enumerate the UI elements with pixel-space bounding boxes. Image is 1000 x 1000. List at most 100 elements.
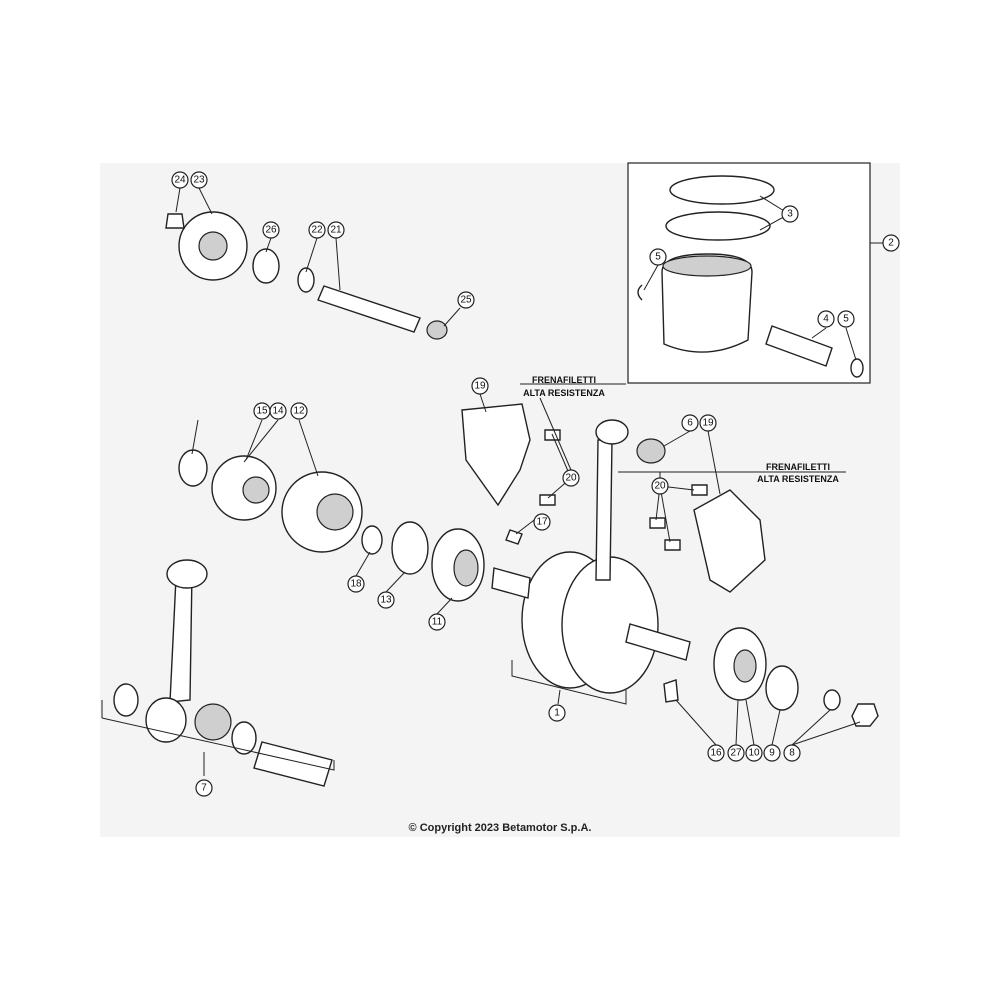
crank-pin <box>253 741 333 787</box>
callout-20a: 20 <box>562 469 580 487</box>
svg-text:23: 23 <box>193 175 205 186</box>
callout-22: 22 <box>308 221 326 239</box>
small-end-bearing <box>636 438 666 464</box>
thrust-washer-right <box>231 721 257 755</box>
callout-21: 21 <box>327 221 345 239</box>
svg-text:13: 13 <box>380 595 392 606</box>
gear-spacer <box>178 449 208 487</box>
callout-12: 12 <box>290 402 308 420</box>
svg-text:12: 12 <box>293 406 305 417</box>
callout-24: 24 <box>171 171 189 189</box>
shaft-bearing <box>252 248 280 284</box>
callout-8: 8 <box>783 744 801 762</box>
circlip-right <box>850 358 864 378</box>
conrod-kit-big-end <box>145 697 187 743</box>
svg-text:16: 16 <box>710 748 722 759</box>
bracket-left <box>461 403 531 507</box>
svg-text:18: 18 <box>350 579 362 590</box>
o-ring <box>361 525 383 555</box>
conrod-kit-small-end <box>166 559 208 589</box>
svg-text:27: 27 <box>730 748 742 759</box>
svg-text:3: 3 <box>787 209 793 220</box>
washer <box>823 689 841 711</box>
svg-text:1: 1 <box>554 708 560 719</box>
callout-13: 13 <box>377 591 395 609</box>
primary-gear-large-hub <box>316 493 354 531</box>
callout-5b: 5 <box>837 310 855 328</box>
callout-17: 17 <box>533 513 551 531</box>
copyright-notice: © Copyright 2023 Betamotor S.p.A. <box>408 822 592 834</box>
svg-text:9: 9 <box>769 748 775 759</box>
right-key <box>663 679 679 703</box>
callout-4: 4 <box>817 310 835 328</box>
piston-pin <box>765 325 833 367</box>
svg-text:22: 22 <box>311 225 323 236</box>
svg-text:6: 6 <box>687 418 693 429</box>
shaft-spacer <box>297 267 315 293</box>
big-end-bearing <box>194 703 232 741</box>
svg-text:11: 11 <box>432 617 443 628</box>
svg-text:2: 2 <box>888 238 894 249</box>
note-thread-lock-1-line2: ALTA RESISTENZA <box>523 388 605 398</box>
gear-nut <box>165 213 185 229</box>
callout-6: 6 <box>681 414 699 432</box>
thrust-washer-left <box>113 683 139 717</box>
callout-10: 10 <box>745 744 763 762</box>
callout-27: 27 <box>727 744 745 762</box>
conrod-kit-rod <box>169 570 193 703</box>
svg-text:4: 4 <box>823 314 829 325</box>
svg-text:15: 15 <box>256 406 268 417</box>
right-seal <box>765 665 799 711</box>
note-thread-lock-2-line2: ALTA RESISTENZA <box>757 474 839 484</box>
woodruff-key <box>505 529 523 545</box>
callout-20b: 20 <box>651 477 669 495</box>
svg-text:5: 5 <box>655 252 661 263</box>
callout-19a: 19 <box>471 377 489 395</box>
svg-text:21: 21 <box>330 225 342 236</box>
crank-shaft-right <box>625 623 691 661</box>
svg-text:8: 8 <box>789 748 795 759</box>
callout-26: 26 <box>262 221 280 239</box>
primary-gear-small-hub <box>242 476 270 504</box>
crank-shaft-left <box>491 567 531 599</box>
bracket-right <box>693 489 766 593</box>
piston-ring-upper <box>669 175 775 205</box>
note-thread-lock-2-line1: FRENAFILETTI <box>766 462 830 472</box>
svg-text:7: 7 <box>201 783 207 794</box>
callout-16: 16 <box>707 744 725 762</box>
screw-d <box>649 517 666 529</box>
svg-text:20: 20 <box>565 473 577 484</box>
oil-seal <box>391 521 429 575</box>
callout-14: 14 <box>269 402 287 420</box>
screw-c <box>691 484 708 496</box>
svg-text:19: 19 <box>474 381 486 392</box>
svg-text:14: 14 <box>272 406 284 417</box>
callout-2: 2 <box>882 234 900 252</box>
callout-3: 3 <box>781 205 799 223</box>
svg-text:5: 5 <box>843 314 849 325</box>
main-bearing-left-inner <box>453 549 479 587</box>
callout-18: 18 <box>347 575 365 593</box>
circlip-left <box>637 284 643 301</box>
note-thread-lock-1-line1: FRENAFILETTI <box>532 375 596 385</box>
needle-cage-small <box>426 320 448 340</box>
callout-11: 11 <box>428 613 446 631</box>
piston-crown <box>662 255 752 277</box>
main-bearing-right-inner <box>733 649 757 683</box>
screw-e <box>664 539 681 551</box>
screw-b <box>539 494 556 506</box>
balancer-gear-hub <box>198 231 228 261</box>
balancer-shaft <box>317 285 421 333</box>
callout-5a: 5 <box>649 248 667 266</box>
svg-text:19: 19 <box>702 418 714 429</box>
svg-text:25: 25 <box>460 295 472 306</box>
svg-text:24: 24 <box>174 175 186 186</box>
callout-23: 23 <box>190 171 208 189</box>
svg-text:17: 17 <box>536 517 548 528</box>
callout-19b: 19 <box>699 414 717 432</box>
callout-7: 7 <box>195 779 213 797</box>
callout-1: 1 <box>548 704 566 722</box>
svg-text:26: 26 <box>265 225 277 236</box>
callout-15: 15 <box>253 402 271 420</box>
